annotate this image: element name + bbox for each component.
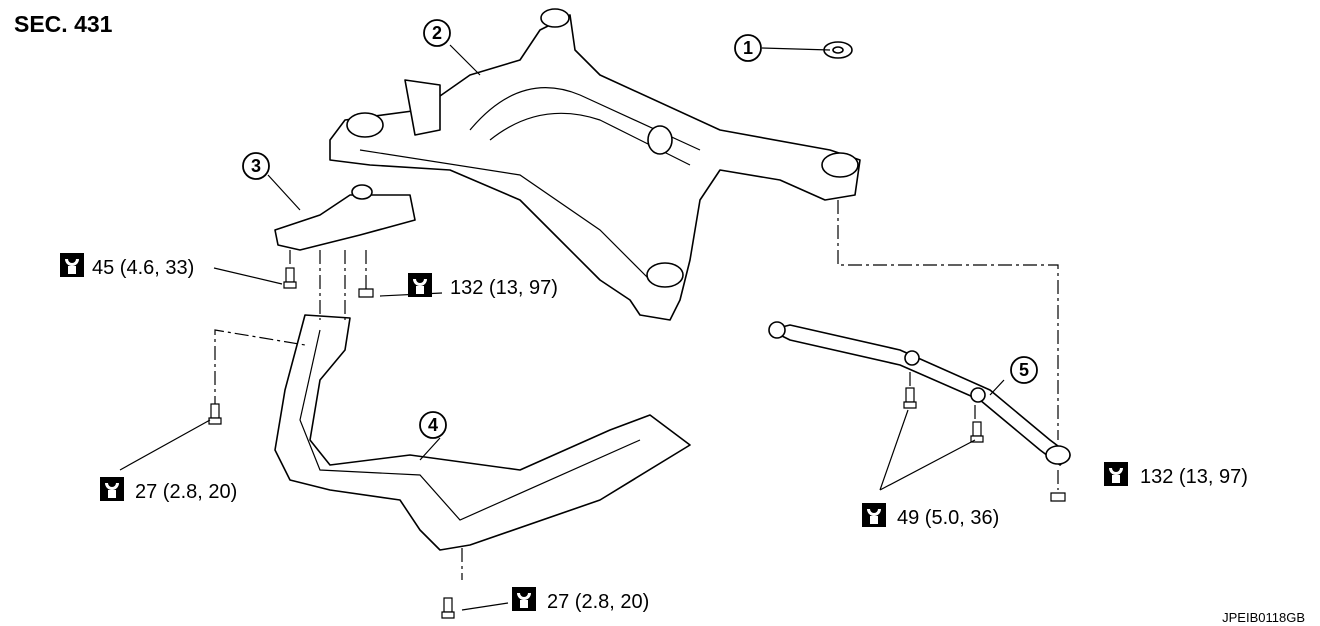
bolt	[441, 597, 455, 619]
alignment-line	[289, 250, 976, 580]
svg-text:3: 3	[251, 156, 261, 176]
alignment-line	[837, 200, 1059, 490]
member-stay-bracket	[274, 184, 416, 251]
bolt	[283, 267, 297, 289]
callout-4: 4	[419, 411, 447, 439]
torque-spec: 132 (13, 97)	[1104, 462, 1248, 488]
torque-spec: 45 (4.6, 33)	[60, 253, 194, 279]
torque-wrench-icon	[100, 477, 124, 501]
nut	[358, 288, 374, 298]
torque-wrench-icon	[1104, 462, 1128, 486]
svg-text:27 (2.8, 20): 27 (2.8, 20)	[135, 481, 237, 503]
callout-2: 2	[423, 19, 451, 47]
callout-3: 3	[242, 152, 270, 180]
bolt	[903, 387, 917, 409]
torque-wrench-icon	[862, 503, 886, 527]
alignment-line	[214, 329, 306, 410]
svg-text:5: 5	[1019, 360, 1029, 380]
bolt	[970, 421, 984, 443]
link-bar	[768, 321, 1071, 466]
svg-text:132 (13, 97): 132 (13, 97)	[1140, 466, 1248, 488]
bolt	[208, 403, 222, 425]
callout-5: 5	[1010, 356, 1038, 384]
svg-text:4: 4	[428, 415, 438, 435]
nut	[1050, 492, 1066, 502]
svg-text:49 (5.0, 36): 49 (5.0, 36)	[897, 507, 999, 529]
svg-text:132 (13, 97): 132 (13, 97)	[450, 277, 558, 299]
svg-text:2: 2	[432, 23, 442, 43]
callout-1: 1	[734, 34, 762, 62]
washer-hole	[832, 46, 844, 54]
svg-text:45 (4.6, 33): 45 (4.6, 33)	[92, 257, 194, 279]
svg-text:1: 1	[743, 38, 753, 58]
torque-spec: 27 (2.8, 20)	[100, 477, 237, 503]
svg-text:27 (2.8, 20): 27 (2.8, 20)	[547, 591, 649, 613]
torque-spec: 132 (13, 97)	[408, 273, 558, 299]
torque-spec: 49 (5.0, 36)	[862, 503, 999, 529]
torque-spec: 27 (2.8, 20)	[512, 587, 649, 613]
torque-wrench-icon	[60, 253, 84, 277]
member-stay	[274, 314, 691, 551]
figure-id: JPEIB0118GB	[1222, 610, 1305, 625]
torque-wrench-icon	[408, 273, 432, 297]
torque-wrench-icon	[512, 587, 536, 611]
section-label: SEC. 431	[14, 11, 113, 37]
suspension-member	[329, 8, 861, 321]
